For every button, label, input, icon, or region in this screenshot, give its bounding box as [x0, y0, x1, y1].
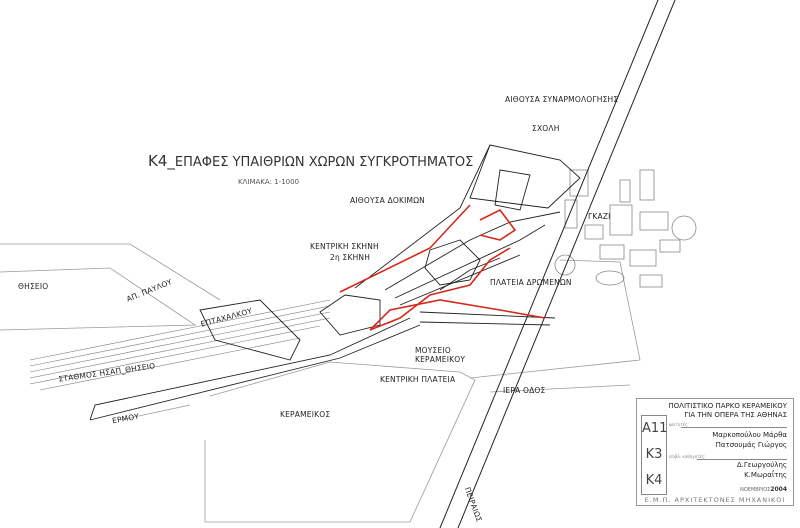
- student-1: Μαρκοπούλου Μάρθα: [712, 431, 787, 439]
- supervisors-label: επιβλ. καθηγητές:: [669, 454, 706, 459]
- label-iera-odos: ΙΕΡΑ ΟΔΟΣ: [503, 386, 546, 395]
- date-year: 2004: [770, 486, 787, 493]
- scale-label: ΚΛΙΜΑΚΑ: 1-1000: [238, 178, 300, 186]
- code-k3: K3: [645, 447, 663, 462]
- complex-buildings: [89, 144, 581, 421]
- code-k4: K4: [645, 473, 663, 488]
- label-gazi: ΓΚΑΖΙ: [588, 212, 611, 221]
- sheet-codes: A11 K3 K4: [641, 415, 667, 495]
- drawing-title: K4_ΕΠΑΦΕΣ ΥΠΑΙΘΡΙΩΝ ΧΩΡΩΝ ΣΥΓΚΡΟΤΗΜΑΤΟΣ: [148, 152, 473, 170]
- project-title-2: ΓΙΑ ΤΗΝ ΟΠΕΡΑ ΤΗΣ ΑΘΗΝΑΣ: [684, 411, 787, 419]
- label-central-square: ΚΕΝΤΡΙΚΗ ΠΛΑΤΕΙΑ: [380, 375, 456, 384]
- student-2: Πατσουμάς Γιώργος: [715, 441, 787, 449]
- title-block-footer: Ε.Μ.Π. ΑΡΧΙΤΕΚΤΟΝΕΣ ΜΗΧΑΝΙΚΟΙ: [644, 496, 786, 504]
- red-route: [339, 204, 546, 331]
- context-blocks: [0, 169, 697, 523]
- title-text: ΕΠΑΦΕΣ ΥΠΑΙΘΡΙΩΝ ΧΩΡΩΝ ΣΥΓΚΡΟΤΗΜΑΤΟΣ: [174, 155, 474, 170]
- label-assembly-hall: ΑΙΘΟΥΣΑ ΣΥΝΑΡΜΟΛΟΓΗΣΗΣ: [505, 95, 619, 104]
- label-rehearsal-hall: ΑΙΘΟΥΣΑ ΔΟΚΙΜΩΝ: [350, 196, 425, 205]
- label-second-stage: 2η ΣΚΗΝΗ: [330, 253, 371, 262]
- students-label: φοιτητές:: [669, 422, 689, 427]
- label-main-stage: ΚΕΝΤΡΙΚΗ ΣΚΗΝΗ: [310, 242, 379, 251]
- supervisor-1: Δ.Γεωργούλης: [736, 461, 787, 469]
- date-month: ΝΟΕΜΒΡΙΟΣ: [740, 487, 771, 493]
- label-thiseio: ΘΗΣΕΙΟ: [18, 282, 49, 291]
- title-block: ΠΟΛΙΤΙΣΤΙΚΟ ΠΑΡΚΟ ΚΕΡΑΜΕΙΚΟΥ ΓΙΑ ΤΗΝ ΟΠΕ…: [636, 398, 794, 506]
- supervisor-2: Κ.Μωραΐτης: [744, 471, 787, 479]
- railway-tracks: [29, 299, 331, 391]
- sheet-code: K4_: [148, 152, 175, 170]
- label-school: ΣΧΟΛΗ: [532, 124, 560, 133]
- label-museum-1: ΜΟΥΣΕΙΟ: [415, 346, 451, 355]
- project-title-1: ΠΟΛΙΤΙΣΤΙΚΟ ΠΑΡΚΟ ΚΕΡΑΜΕΙΚΟΥ: [668, 402, 787, 410]
- peiraios-avenue: [439, 0, 676, 528]
- label-museum-2: ΚΕΡΑΜΕΙΚΟΥ: [415, 355, 466, 364]
- label-kerameikos: ΚΕΡΑΜΕΙΚΟΣ: [280, 410, 331, 419]
- label-events-square: ΠΛΑΤΕΙΑ ΔΡΩΜΕΝΩΝ: [490, 278, 572, 287]
- code-a11: A11: [642, 421, 668, 436]
